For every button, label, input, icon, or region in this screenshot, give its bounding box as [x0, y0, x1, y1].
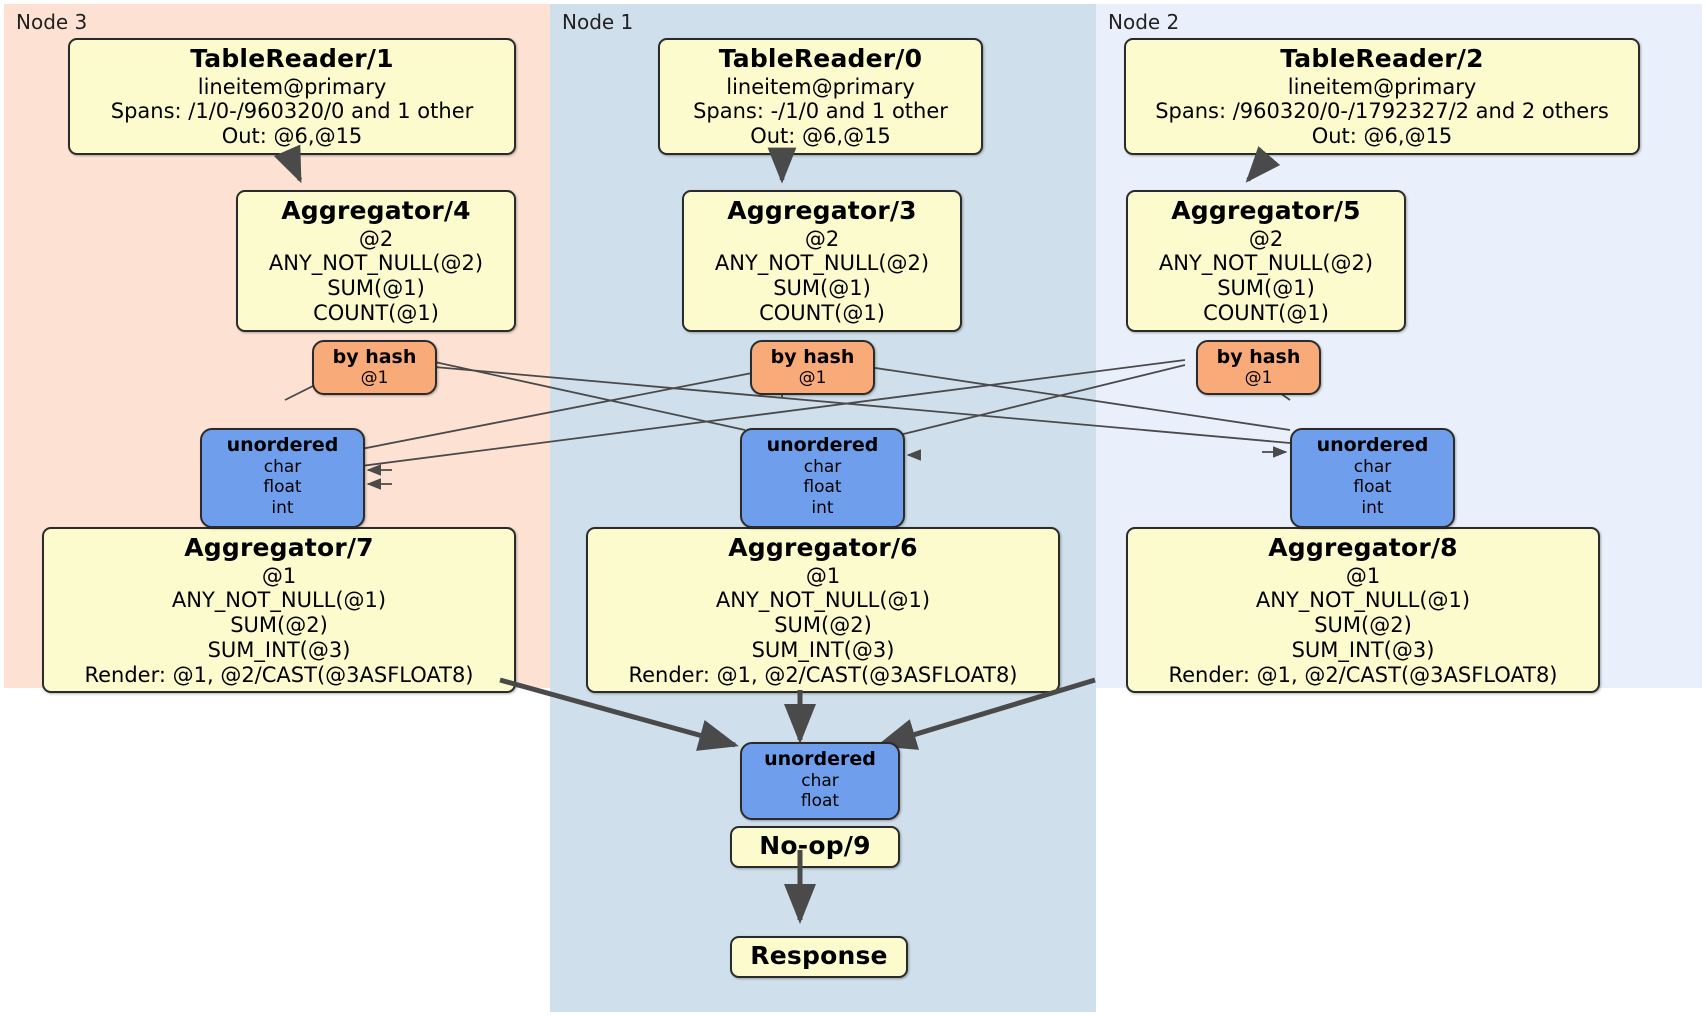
router-by-hash-node2[interactable]: by hash @1 [1196, 340, 1321, 395]
processor-detail-line: Out: @6,@15 [750, 124, 891, 149]
synchronizer-type-line: float [263, 477, 302, 498]
processor-detail-line: Out: @6,@15 [1311, 124, 1453, 149]
processor-title: No-op/9 [759, 831, 871, 860]
processor-aggregator-8[interactable]: Aggregator/8 @1 ANY_NOT_NULL(@1) SUM(@2)… [1126, 527, 1600, 694]
synchronizer-type-line: int [811, 497, 834, 518]
processor-detail-line: SUM(@1) [773, 276, 871, 301]
processor-aggregator-5[interactable]: Aggregator/5 @2 ANY_NOT_NULL(@2) SUM(@1)… [1126, 190, 1406, 332]
synchronizer-type-line: int [271, 497, 294, 518]
processor-noop-9[interactable]: No-op/9 [730, 826, 900, 868]
processor-detail-line: Render: @1, @2/CAST(@3ASFLOAT8) [1168, 662, 1558, 687]
router-title: by hash [1216, 346, 1301, 368]
router-title: by hash [332, 346, 417, 368]
processor-tablereader-0[interactable]: TableReader/0 lineitem@primary Spans: -/… [658, 38, 983, 155]
processor-detail-line: lineitem@primary [197, 74, 387, 99]
synchronizer-type-line: char [1353, 457, 1392, 478]
node-panel-label-node2: Node 2 [1108, 10, 1180, 34]
processor-detail-line: COUNT(@1) [313, 300, 439, 325]
processor-detail-line: SUM(@2) [230, 613, 328, 638]
processor-detail-line: SUM(@2) [1314, 613, 1412, 638]
processor-title: Aggregator/3 [727, 196, 917, 225]
synchronizer-unordered-node3[interactable]: unordered char float int [200, 428, 365, 528]
synchronizer-title: unordered [1316, 434, 1429, 456]
router-detail-line: @1 [1244, 368, 1273, 389]
processor-detail-line: SUM(@1) [1217, 276, 1315, 301]
processor-title: Aggregator/4 [281, 196, 471, 225]
processor-title: TableReader/2 [1280, 44, 1484, 73]
processor-detail-line: Render: @1, @2/CAST(@3ASFLOAT8) [84, 662, 474, 687]
processor-detail-line: SUM(@1) [327, 276, 425, 301]
synchronizer-unordered-final[interactable]: unordered char float [740, 742, 900, 820]
synchronizer-title: unordered [764, 748, 876, 770]
processor-aggregator-6[interactable]: Aggregator/6 @1 ANY_NOT_NULL(@1) SUM(@2)… [586, 527, 1060, 694]
processor-detail-line: @2 [804, 226, 840, 251]
processor-aggregator-4[interactable]: Aggregator/4 @2 ANY_NOT_NULL(@2) SUM(@1)… [236, 190, 516, 332]
processor-detail-line: SUM_INT(@3) [751, 637, 895, 662]
router-title: by hash [770, 346, 855, 368]
synchronizer-type-line: char [263, 457, 302, 478]
processor-detail-line: ANY_NOT_NULL(@1) [1255, 588, 1471, 613]
processor-detail-line: ANY_NOT_NULL(@2) [1158, 251, 1374, 276]
processor-detail-line: lineitem@primary [1287, 74, 1477, 99]
processor-detail-line: COUNT(@1) [1203, 300, 1329, 325]
processor-aggregator-7[interactable]: Aggregator/7 @1 ANY_NOT_NULL(@1) SUM(@2)… [42, 527, 516, 694]
processor-detail-line: lineitem@primary [726, 74, 915, 99]
processor-title: Aggregator/5 [1171, 196, 1361, 225]
processor-title: Aggregator/7 [184, 533, 374, 562]
processor-detail-line: @2 [1248, 226, 1284, 251]
processor-detail-line: Spans: -/1/0 and 1 other [693, 99, 948, 124]
synchronizer-type-line: float [1353, 477, 1392, 498]
synchronizer-title: unordered [766, 434, 879, 456]
processor-detail-line: ANY_NOT_NULL(@1) [715, 588, 931, 613]
processor-detail-line: Out: @6,@15 [221, 124, 363, 149]
synchronizer-unordered-node2[interactable]: unordered char float int [1290, 428, 1455, 528]
processor-detail-line: SUM(@2) [774, 613, 872, 638]
processor-title: Aggregator/8 [1268, 533, 1458, 562]
node-panel-label-node3: Node 3 [16, 10, 88, 34]
processor-detail-line: @1 [261, 563, 297, 588]
processor-title: TableReader/0 [718, 44, 923, 73]
processor-detail-line: ANY_NOT_NULL(@2) [268, 251, 484, 276]
synchronizer-type-line: char [801, 771, 839, 792]
processor-detail-line: ANY_NOT_NULL(@1) [171, 588, 387, 613]
processor-title: Response [750, 941, 888, 970]
processor-title: Aggregator/6 [728, 533, 918, 562]
processor-detail-line: @1 [805, 563, 841, 588]
synchronizer-type-line: int [1361, 497, 1384, 518]
processor-detail-line: Spans: /1/0-/960320/0 and 1 other [110, 99, 474, 124]
synchronizer-type-line: float [800, 791, 840, 812]
processor-detail-line: @2 [358, 226, 394, 251]
router-detail-line: @1 [798, 368, 827, 389]
processor-aggregator-3[interactable]: Aggregator/3 @2 ANY_NOT_NULL(@2) SUM(@1)… [682, 190, 962, 332]
synchronizer-type-line: char [803, 457, 842, 478]
processor-detail-line: ANY_NOT_NULL(@2) [714, 251, 930, 276]
processor-title: TableReader/1 [190, 44, 394, 73]
router-by-hash-node3[interactable]: by hash @1 [312, 340, 437, 395]
processor-detail-line: Render: @1, @2/CAST(@3ASFLOAT8) [628, 662, 1018, 687]
processor-detail-line: @1 [1345, 563, 1381, 588]
processor-detail-line: SUM_INT(@3) [207, 637, 351, 662]
processor-tablereader-1[interactable]: TableReader/1 lineitem@primary Spans: /1… [68, 38, 516, 155]
synchronizer-type-line: float [803, 477, 842, 498]
processor-detail-line: Spans: /960320/0-/1792327/2 and 2 others [1155, 99, 1609, 124]
synchronizer-title: unordered [226, 434, 339, 456]
router-by-hash-node1[interactable]: by hash @1 [750, 340, 875, 395]
synchronizer-unordered-node1[interactable]: unordered char float int [740, 428, 905, 528]
router-detail-line: @1 [360, 368, 389, 389]
node-panel-label-node1: Node 1 [562, 10, 634, 34]
processor-tablereader-2[interactable]: TableReader/2 lineitem@primary Spans: /9… [1124, 38, 1640, 155]
processor-detail-line: SUM_INT(@3) [1291, 637, 1435, 662]
processor-response[interactable]: Response [730, 936, 908, 978]
processor-detail-line: COUNT(@1) [759, 300, 885, 325]
